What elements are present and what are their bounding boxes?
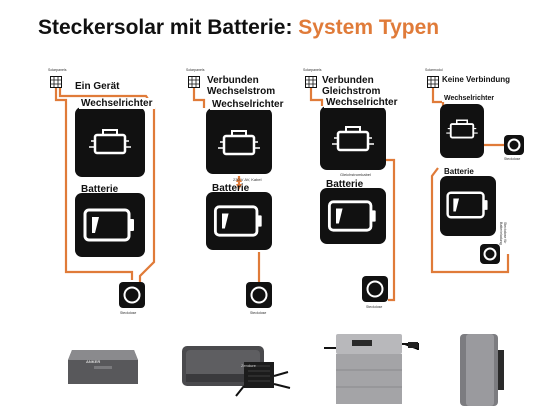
battery-block: Batterie [440,167,496,236]
battery-icon [446,191,488,219]
page-title: Steckersolar mit Batterie: System Typen [38,16,439,40]
inverter-icon [89,129,131,155]
product-brand-1: ANKER [86,359,101,364]
battery-block: Batterie [206,183,272,250]
power-socket-icon [504,135,524,155]
system-heading: Ein Gerät [75,81,120,92]
socket-label-1: Steckdose [504,157,521,161]
panel-label: Solarpanels [303,68,322,72]
panel-label: Solarpanels [186,68,205,72]
inverter-label: Wechselrichter [79,98,155,109]
battery-block: Batterie [75,184,145,257]
sys3-wire-panel [309,88,324,106]
sys4-wire-battery-loop [430,167,510,274]
sys3-wire-socket [385,158,396,302]
battery-label: Batterie [444,167,474,176]
battery-icon [327,200,376,232]
socket-label-2: Steckdose für Batterieladung [499,222,507,245]
arrow-up [236,176,242,182]
battery-icon [213,205,262,237]
product-photo-1 [68,350,138,384]
battery-label: Batterie [326,179,364,190]
title-part-1: Steckersolar mit Batterie: [38,16,299,39]
product-photo-4 [460,334,504,406]
power-socket-icon [362,276,388,302]
socket-label: Steckdose [250,311,267,315]
panel-label: Solarmodul [425,68,443,72]
inverter-icon [332,126,374,152]
title-part-2: System Typen [298,16,440,39]
product-brand-2: Zendure [241,363,256,368]
cable-label: 230 V AV, Kabel [233,177,262,182]
socket-label: Steckdose [120,311,137,315]
power-socket-icon [246,282,272,308]
inverter-icon [446,119,478,139]
system-heading-line-2: Wechselstrom [207,86,276,97]
inverter-block: Wechselrichter [320,97,400,170]
panel-label: Solarpanels [48,68,67,72]
cable-label: Gleichstromkabel [340,172,371,177]
inverter-label: Wechselrichter [442,95,497,102]
inverter-label: Wechselrichter [324,97,400,108]
battery-block: Batterie [320,179,386,244]
solar-panel-icon [305,75,317,88]
product-photo-3 [324,334,419,404]
power-socket-icon [119,282,145,308]
battery-label: Batterie [212,183,250,194]
inverter-block: Wechselrichter [75,98,155,177]
power-socket-icon [480,244,500,264]
solar-panel-icon [188,75,200,88]
solar-panel-icon [427,75,439,88]
system-heading-line-1: Verbunden [322,75,374,86]
arrow-down [236,184,242,190]
battery-label: Batterie [81,184,119,195]
inverter-block: Wechselrichter [206,99,286,174]
inverter-block: Wechselrichter [440,95,497,158]
solar-panel-icon [50,75,62,88]
battery-icon [83,208,134,242]
product-photo-2 [182,346,291,397]
sys1-wire-left [54,88,134,280]
sys2-wire-panel [192,88,206,108]
socket-label: Steckdose [366,305,383,309]
system-heading-line-1: Verbunden [207,75,259,86]
inverter-icon [218,130,260,156]
system-heading: Keine Verbindung [442,75,511,84]
inverter-label: Wechselrichter [210,99,286,110]
system-heading-line-2: Gleichstrom [322,86,381,97]
